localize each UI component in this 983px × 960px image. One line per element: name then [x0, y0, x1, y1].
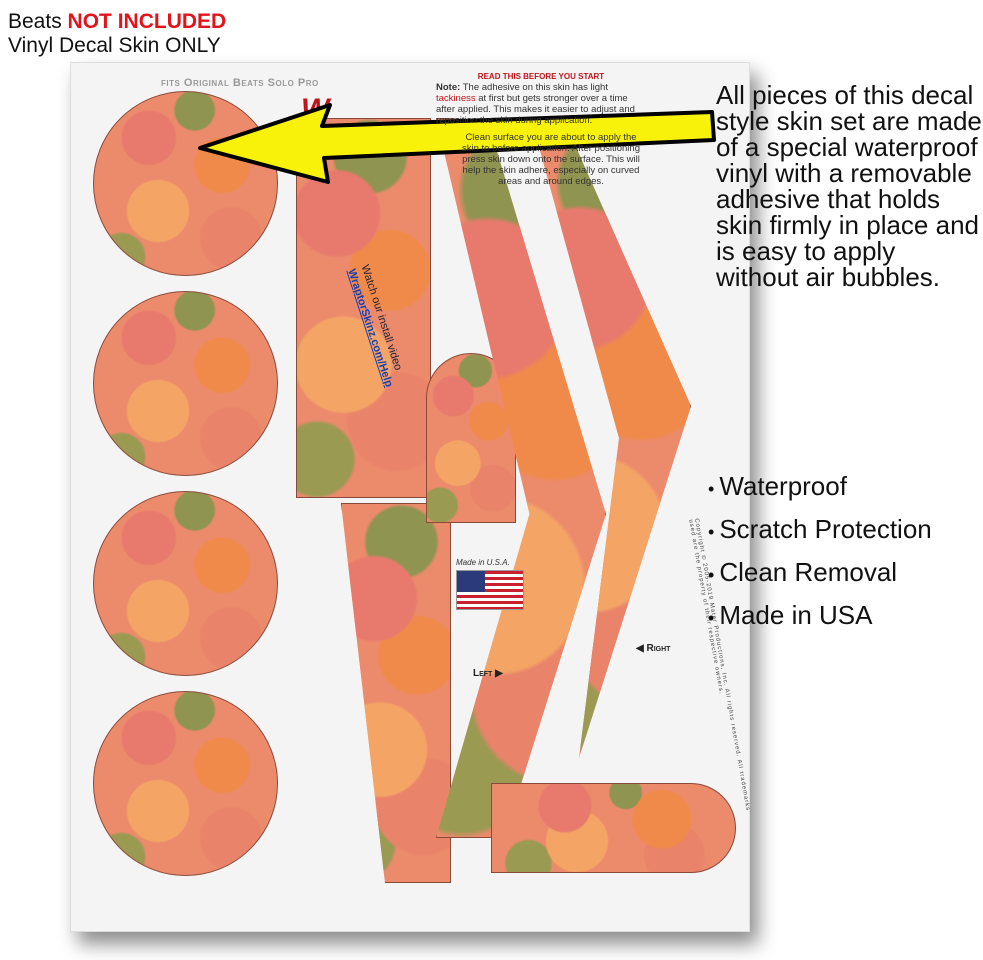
- feature-item: Waterproof: [708, 466, 932, 509]
- tackiness-text: tackiness: [436, 93, 476, 104]
- note-text: The adhesive on this skin has light: [462, 82, 608, 93]
- fits-label: fits Original Beats Solo Pro: [161, 77, 319, 89]
- clean-text: Clean surface you are about to apply the…: [462, 132, 640, 187]
- strip-piece: [296, 118, 431, 498]
- bar-piece: [491, 783, 736, 873]
- left-text: Left: [473, 668, 493, 679]
- circle-piece: [93, 291, 278, 476]
- circle-piece: [93, 491, 278, 676]
- right-label: ◀ Right: [636, 643, 671, 654]
- instructions: READ THIS BEFORE YOU START Note: The adh…: [436, 71, 646, 193]
- feature-list: Waterproof Scratch Protection Clean Remo…: [708, 466, 932, 638]
- brand-text: Beats: [8, 10, 62, 33]
- not-included-text: NOT INCLUDED: [67, 10, 227, 33]
- read-first-heading: READ THIS BEFORE YOU START: [477, 72, 605, 81]
- decal-sheet: fits Original Beats Solo Pro W READ THIS…: [70, 62, 751, 932]
- note-label: Note:: [436, 82, 461, 93]
- left-label: Left ▶: [473, 668, 503, 679]
- feature-item: Scratch Protection: [708, 509, 931, 552]
- circle-piece: [93, 91, 278, 276]
- description-text: All pieces of this decal style skin set …: [716, 80, 982, 292]
- note-text-cont: at first but gets stronger over a time a…: [436, 93, 635, 126]
- vinyl-only-text: Vinyl Decal Skin ONLY: [8, 34, 221, 57]
- made-in-label: Made in U.S.A.: [456, 558, 510, 567]
- circle-piece: [93, 691, 278, 876]
- feature-item: Clean Removal: [708, 552, 932, 595]
- right-text: Right: [646, 643, 671, 654]
- feature-item: Made in USA: [708, 595, 932, 638]
- header-text: Beats NOT INCLUDED Vinyl Decal Skin ONLY: [8, 10, 226, 58]
- us-flag-icon: [456, 570, 524, 610]
